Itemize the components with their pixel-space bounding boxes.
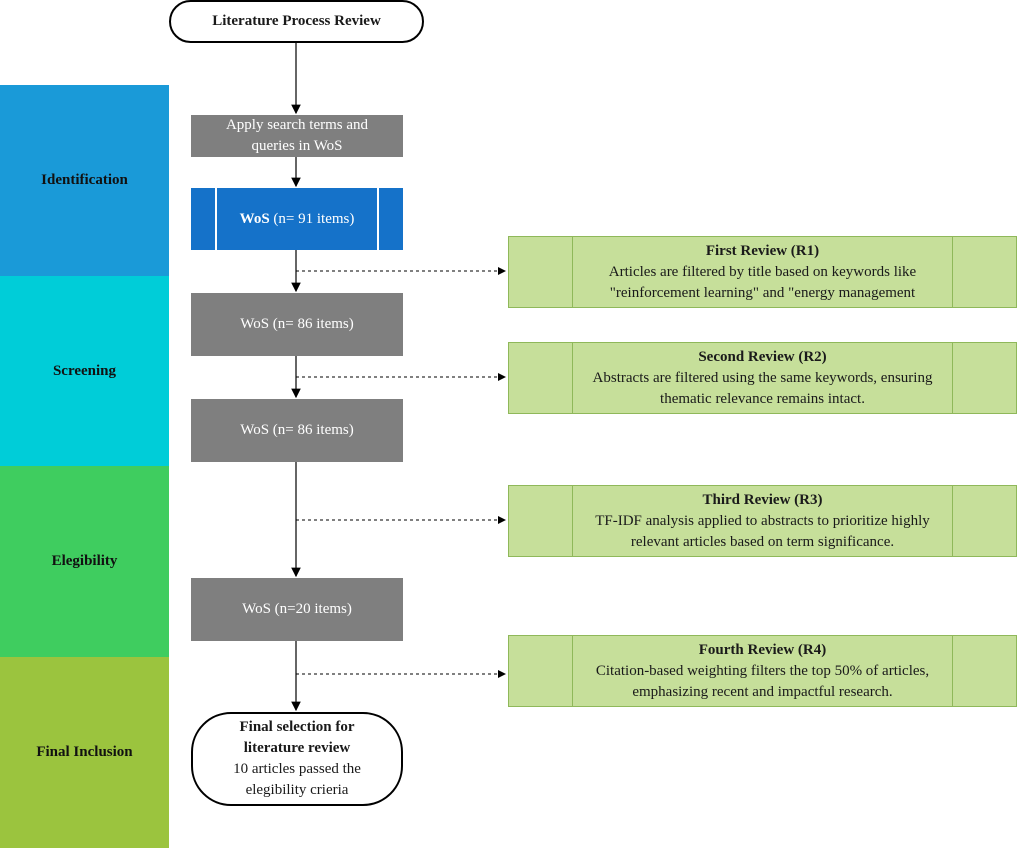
- review-r4: Fourth Review (R4) Citation-based weight…: [508, 635, 1017, 707]
- wos-20-step: WoS (n=20 items): [191, 578, 403, 641]
- wos-86-step-a: WoS (n= 86 items): [191, 293, 403, 356]
- wos-91-step: WoS (n= 91 items): [191, 188, 403, 250]
- review-divider-left: [572, 486, 573, 556]
- wos-91-text: WoS (n= 91 items): [240, 209, 355, 230]
- wos-86-step-b: WoS (n= 86 items): [191, 399, 403, 462]
- phase-screening: Screening: [0, 276, 169, 466]
- phase-label: Final Inclusion: [36, 744, 133, 760]
- wos-86-b-text: WoS (n= 86 items): [240, 422, 354, 438]
- phase-label: Identification: [41, 172, 128, 188]
- review-text: Abstracts are filtered using the same ke…: [592, 369, 933, 407]
- review-title: Fourth Review (R4): [698, 641, 827, 658]
- wos-91-bold: WoS: [239, 210, 270, 227]
- search-step: Apply search terms and queries in WoS: [191, 115, 403, 157]
- review-r1: First Review (R1) Articles are filtered …: [508, 236, 1017, 308]
- process-bar-right: [377, 188, 379, 250]
- review-title: Third Review (R3): [702, 491, 823, 508]
- phase-elegibility: Elegibility: [0, 466, 169, 657]
- phase-label: Elegibility: [51, 553, 118, 569]
- review-r2: Second Review (R2) Abstracts are filtere…: [508, 342, 1017, 414]
- review-text: Citation-based weighting filters the top…: [595, 662, 930, 700]
- process-bar-left: [215, 188, 217, 250]
- review-text: Articles are filtered by title based on …: [608, 263, 917, 301]
- review-divider-left: [572, 237, 573, 307]
- wos-20-text: WoS (n=20 items): [242, 601, 352, 617]
- wos-91-count: (n= 91 items): [269, 210, 355, 227]
- title-pill: Literature Process Review: [169, 0, 424, 43]
- final-selection-title: Final selection for literature review: [239, 719, 355, 756]
- review-title: First Review (R1): [705, 242, 820, 259]
- final-selection-text: 10 articles passed the elegibility crier…: [233, 761, 361, 798]
- review-divider-left: [572, 636, 573, 706]
- review-divider-right: [952, 636, 953, 706]
- review-r3: Third Review (R3) TF-IDF analysis applie…: [508, 485, 1017, 557]
- review-divider-right: [952, 486, 953, 556]
- final-selection: Final selection for literature review 10…: [191, 712, 403, 806]
- review-divider-right: [952, 343, 953, 413]
- search-step-text: Apply search terms and queries in WoS: [225, 117, 369, 154]
- phase-label: Screening: [52, 362, 117, 379]
- phase-final-inclusion: Final Inclusion: [0, 657, 169, 848]
- diagram-title: Literature Process Review: [212, 13, 381, 29]
- review-text: TF-IDF analysis applied to abstracts to …: [595, 512, 930, 550]
- review-divider-right: [952, 237, 953, 307]
- review-divider-left: [572, 343, 573, 413]
- wos-86-a-text: WoS (n= 86 items): [240, 316, 354, 332]
- review-title: Second Review (R2): [698, 348, 827, 365]
- phase-identification: Identification: [0, 85, 169, 276]
